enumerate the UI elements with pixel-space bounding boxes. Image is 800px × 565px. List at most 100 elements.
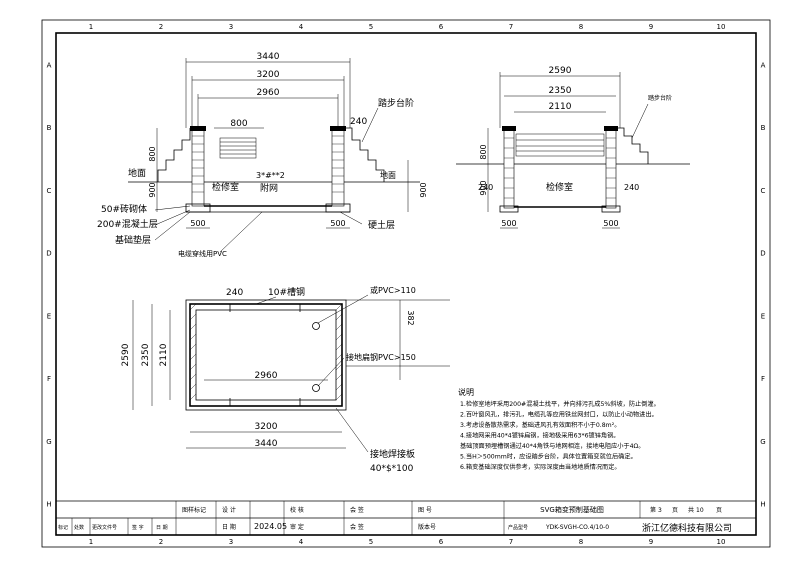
grid-col-label: 3	[229, 23, 233, 31]
plan-label-plate-size: 40*$*100	[370, 464, 414, 474]
grid-col-label: 9	[649, 23, 653, 31]
tb-date-label: 日 期	[222, 523, 236, 531]
label-ground-right: 地面	[380, 170, 396, 180]
grid-row-label: D	[46, 250, 51, 258]
grid-col-label: 4	[299, 23, 304, 31]
plan-label-pvc2: 接地扁钢PVC>150	[346, 352, 416, 362]
section-left: 3440 3200 2960 800 240 800 900 900 500 5…	[97, 52, 428, 258]
tb-product: YDK-SVGH-CO.4/10-0	[545, 524, 609, 531]
tb-col-sign: 签 字	[132, 524, 144, 531]
grid-row-label: F	[47, 375, 51, 383]
grid-col-label: 7	[509, 23, 513, 31]
dim-800: 800	[230, 119, 247, 129]
plan-dim-3440: 3440	[255, 439, 278, 449]
note-line: 基础顶面预埋槽钢通过40*4角铁与地网相连，接地电阻应小于4Ω。	[460, 442, 644, 450]
title-block: 图样标记 设 计 校 核 会 签 图 号 SVG箱变预制基础图 第 3 页 共 …	[56, 500, 756, 535]
dim-900-right: 900	[419, 182, 428, 197]
dim-2960: 2960	[257, 88, 280, 98]
grid-col-label: 2	[159, 23, 163, 31]
tb-col-mark: 标记	[58, 524, 68, 531]
grid-col-label: 3	[229, 538, 233, 546]
tb-countersign: 会 签	[350, 506, 364, 514]
dim-500-r-right: 500	[603, 219, 618, 228]
grid-row-label: C	[47, 187, 52, 195]
grid-row-label: H	[760, 501, 765, 509]
plan-dim-382: 382	[406, 310, 415, 325]
plan-dim-2590: 2590	[121, 343, 131, 366]
dim-900-side: 900	[148, 182, 157, 197]
dim-2110-right: 2110	[549, 102, 572, 112]
label-base: 基础垫层	[115, 234, 151, 246]
note-line: 4.接地网采用40*4镀锌扁钢，接地极采用63*6镀锌角钢。	[460, 432, 619, 440]
notes-title: 说明	[458, 387, 474, 397]
tb-review: 审 定	[290, 523, 304, 531]
plan-view: 2960 3200 3440 240 2590 2350 2110 382 10…	[121, 285, 450, 474]
label-mesh: 附网	[260, 182, 278, 194]
dim-2590-right: 2590	[549, 66, 572, 76]
plan-dim-240: 240	[226, 288, 243, 298]
grid-col-label: 10	[717, 538, 726, 546]
grid-row-label: E	[761, 312, 765, 320]
label-room-left: 检修室	[212, 181, 239, 193]
dim-900-r: 900	[479, 180, 488, 195]
plan-dim-2960: 2960	[255, 371, 278, 381]
grid-col-label: 6	[439, 538, 444, 546]
plan-label-channel: 10#槽钢	[268, 286, 305, 298]
grid-row-label: D	[760, 250, 765, 258]
dim-800-side: 800	[148, 146, 157, 161]
dim-500-left: 500	[190, 219, 205, 228]
plan-dim-3200: 3200	[255, 422, 278, 432]
plan-dim-2350: 2350	[141, 343, 151, 366]
note-line: 3.考虑设备散热需求，基础进风孔有效面积不小于0.8m²。	[460, 421, 620, 429]
dim-500-right: 500	[330, 219, 345, 228]
label-mesh-note: 3*#**2	[256, 171, 285, 180]
note-line: 5.当H＞500mm时，应设踏步台阶，具体位置箱变就位后确定。	[460, 453, 637, 461]
grid-row-label: G	[760, 438, 765, 446]
dim-3440: 3440	[257, 52, 280, 62]
label-steps: 踏步台阶	[378, 97, 414, 109]
grid-col-label: 6	[439, 23, 444, 31]
grid-row-label: A	[47, 61, 52, 69]
grid-row-label: C	[761, 187, 766, 195]
tb-sheet-mid: 页	[672, 507, 678, 514]
grid-row-label: B	[761, 124, 766, 132]
grid-row-label: B	[47, 124, 52, 132]
grid-row-label: E	[47, 312, 51, 320]
label-steps-right: 踏步台阶	[648, 94, 672, 102]
grid-col-label: 8	[579, 538, 583, 546]
tb-sheet-no: 3	[658, 507, 662, 514]
dim-800-r: 800	[479, 144, 488, 159]
tb-col-date: 日 期	[156, 525, 168, 531]
note-line: 2.百叶窗风孔，排污孔，电缆孔等应用铁丝网封口，以防止小动物进出。	[460, 411, 658, 419]
grid-col-label: 9	[649, 538, 653, 546]
tb-mark: 图样标记	[182, 506, 206, 514]
grid-col-label: 4	[299, 538, 304, 546]
grid-col-label: 8	[579, 23, 583, 31]
tb-company: 浙江亿德科技有限公司	[642, 522, 732, 534]
label-concrete: 200#混凝土层	[97, 218, 158, 230]
dim-240-r-left: 240	[478, 183, 493, 192]
tb-col-count: 处数	[74, 524, 84, 531]
tb-product-label: 产品型号	[508, 524, 528, 531]
tb-total-unit: 页	[716, 507, 722, 514]
grid-col-label: 5	[369, 23, 373, 31]
dim-500-r-left: 500	[501, 219, 516, 228]
inner-frame	[55, 32, 757, 536]
grid-row-label: F	[761, 375, 765, 383]
plan-label-plate: 接地焊接板	[370, 448, 415, 460]
plan-dim-2110: 2110	[159, 343, 169, 366]
note-line: 1.检修室地坪采用200#混凝土找平，并向排污孔成5%斜坡，防止倒灌。	[460, 400, 660, 408]
label-soil: 硬土层	[368, 219, 395, 231]
grid-col-label: 2	[159, 538, 163, 546]
tb-approve: 会 签	[350, 523, 364, 531]
tb-drawing-title: SVG箱变预制基础图	[540, 505, 604, 514]
tb-total-no: 10	[696, 507, 704, 514]
grid-col-label: 7	[509, 538, 513, 546]
label-cable: 电缆穿线用PVC	[178, 249, 227, 258]
notes-items: 1.检修室地坪采用200#混凝土找平，并向排污孔成5%斜坡，防止倒灌。 2.百叶窗…	[460, 400, 660, 471]
notes: 说明 1.检修室地坪采用200#混凝土找平，并向排污孔成5%斜坡，防止倒灌。 2.…	[458, 387, 660, 471]
tb-date: 2024.05	[254, 522, 287, 531]
